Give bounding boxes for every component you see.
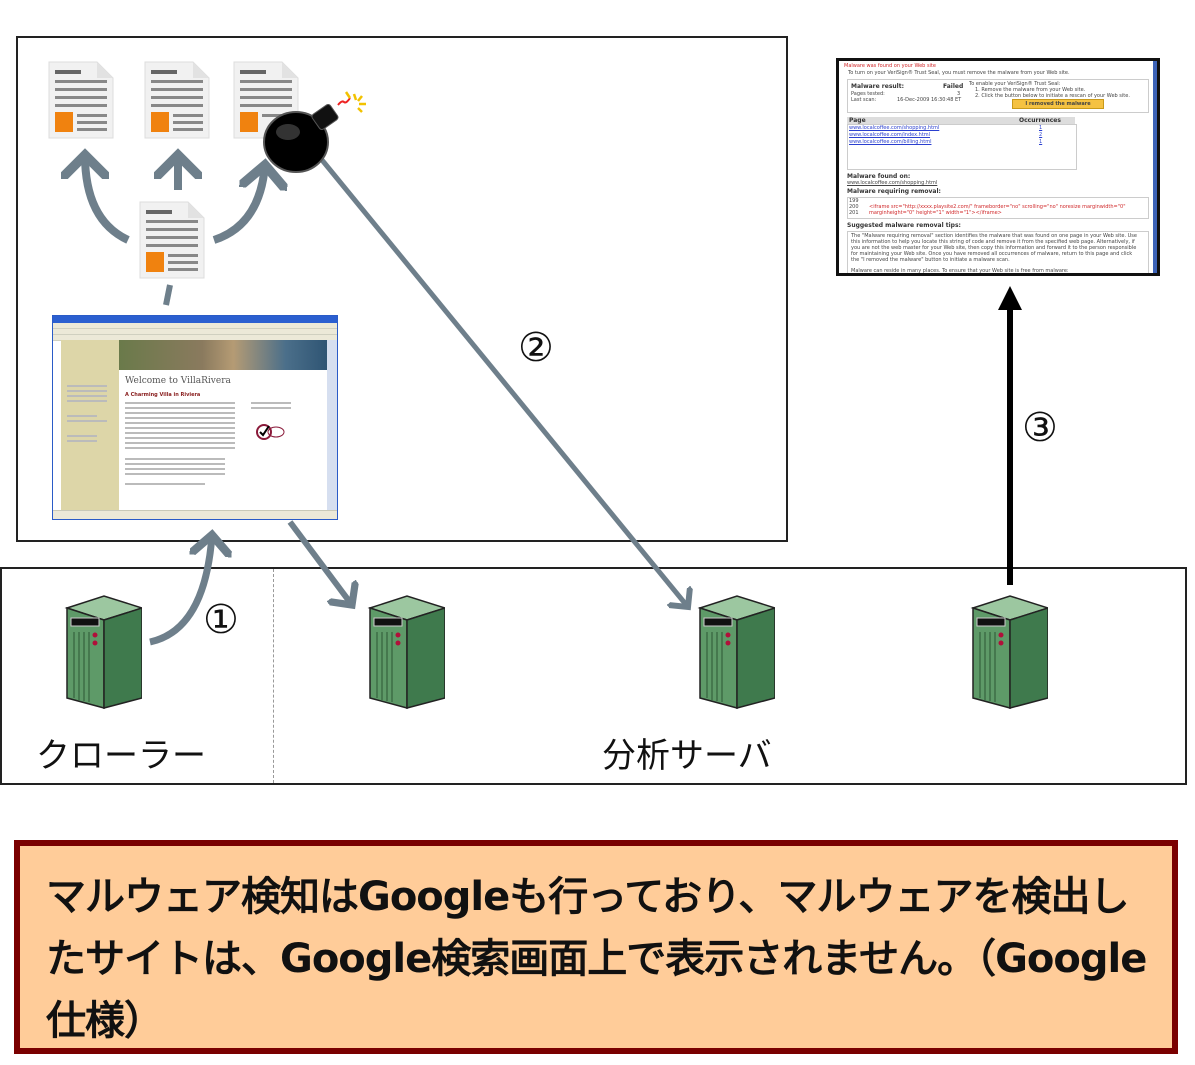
browser-to-doc-connector bbox=[163, 284, 173, 306]
tips-label: Suggested malware removal tips: bbox=[847, 222, 961, 229]
step-1-label: ① bbox=[203, 597, 239, 643]
step2-arrow bbox=[320, 158, 688, 607]
report-intro: To turn on your VeriSign® Trust Seal, yo… bbox=[848, 70, 1070, 76]
step-2-label: ② bbox=[518, 325, 554, 371]
analysis-server-icon bbox=[697, 595, 775, 709]
document-icon bbox=[144, 61, 210, 139]
table-row-occurrences[interactable]: 2 bbox=[1039, 132, 1043, 138]
found-on-value: www.localcoffee.com/shopping.html bbox=[847, 180, 938, 186]
google-note-box: マルウェア検知はGoogleも行っており、マルウェアを検出したサイトは、Goog… bbox=[14, 840, 1178, 1054]
table-row-page[interactable]: www.localcoffee.com/shopping.html bbox=[849, 125, 940, 131]
malware-code-snippet: <iframe src="http://xxxx.playsite2.com/"… bbox=[869, 204, 1126, 216]
website-browser-screenshot: Welcome to VillaRivera A Charming Villa … bbox=[52, 315, 338, 520]
table-row-page[interactable]: www.localcoffee.com/billing.html bbox=[849, 139, 932, 145]
crawler-label: クローラー bbox=[36, 736, 206, 776]
browser-scrollbar bbox=[327, 340, 337, 511]
browser-menu-bar bbox=[53, 329, 337, 335]
analysis-server-label: 分析サーバ bbox=[602, 736, 772, 776]
result-value: Failed bbox=[943, 83, 964, 90]
code-line-number: 200 bbox=[849, 204, 859, 210]
analysis-server-icon bbox=[367, 595, 445, 709]
pages-tested-value: 3 bbox=[957, 91, 961, 97]
tips-text: The "Malware requiring removal" section … bbox=[851, 233, 1137, 263]
crawler-server-icon bbox=[64, 595, 142, 709]
table-row-page[interactable]: www.localcoffee.com/index.html bbox=[849, 132, 931, 138]
browser-address-bar bbox=[53, 323, 337, 329]
report-heading: Malware was found on your Web site bbox=[844, 63, 936, 69]
table-header-page: Page bbox=[849, 117, 866, 124]
step-3-label: ③ bbox=[1022, 405, 1058, 451]
browser-page-content: Welcome to VillaRivera A Charming Villa … bbox=[61, 340, 327, 511]
crawler-divider bbox=[273, 569, 274, 783]
tips-more: Malware can reside in many places. To en… bbox=[851, 268, 1069, 274]
table-header-occurrences: Occurrences bbox=[1019, 117, 1061, 124]
instruction-step: 2. Click the button below to initiate a … bbox=[975, 93, 1130, 99]
instruction-step: 1. Remove the malware from your Web site… bbox=[975, 87, 1086, 93]
site-subheading: A Charming Villa in Riviera bbox=[125, 392, 201, 398]
site-title: Welcome to VillaRivera bbox=[125, 376, 231, 386]
browser-status-bar bbox=[53, 510, 337, 519]
bomb-icon bbox=[263, 91, 366, 173]
browser-to-server-arrow bbox=[287, 520, 352, 605]
table-row-occurrences[interactable]: 1 bbox=[1039, 125, 1043, 131]
site-sidebar bbox=[61, 340, 119, 511]
last-scan-label: Last scan: bbox=[851, 97, 877, 103]
instructions-title: To enable your VeriSign® Trust Seal: bbox=[969, 81, 1061, 87]
analysis-server-icon bbox=[970, 595, 1048, 709]
document-icon bbox=[48, 61, 114, 139]
site-hero-image bbox=[119, 340, 327, 370]
link-arrow-left bbox=[85, 155, 130, 244]
document-icon bbox=[139, 201, 205, 279]
pages-tested-label: Pages tested: bbox=[851, 91, 885, 97]
browser-titlebar bbox=[53, 316, 337, 323]
removed-malware-button[interactable]: I removed the malware bbox=[1012, 99, 1104, 109]
code-line-number: 199 bbox=[849, 198, 859, 204]
last-scan-value: 16-Dec-2009 16:30:48 ET bbox=[897, 97, 962, 103]
code-line-number: 201 bbox=[849, 210, 859, 216]
table-row-occurrences[interactable]: 1 bbox=[1039, 139, 1043, 145]
google-note-text: マルウェア検知はGoogleも行っており、マルウェアを検出したサイトは、Goog… bbox=[46, 874, 1147, 1044]
trust-seal-icon bbox=[256, 424, 285, 440]
result-label: Malware result: bbox=[851, 83, 904, 90]
malware-report-screenshot: Malware was found on your Web site To tu… bbox=[836, 58, 1160, 276]
link-arrow-right bbox=[212, 165, 265, 244]
found-on-label: Malware found on: bbox=[847, 173, 911, 180]
arrows-layer bbox=[0, 0, 1022, 646]
requiring-removal-label: Malware requiring removal: bbox=[847, 188, 941, 195]
step1-arrow bbox=[149, 535, 212, 646]
